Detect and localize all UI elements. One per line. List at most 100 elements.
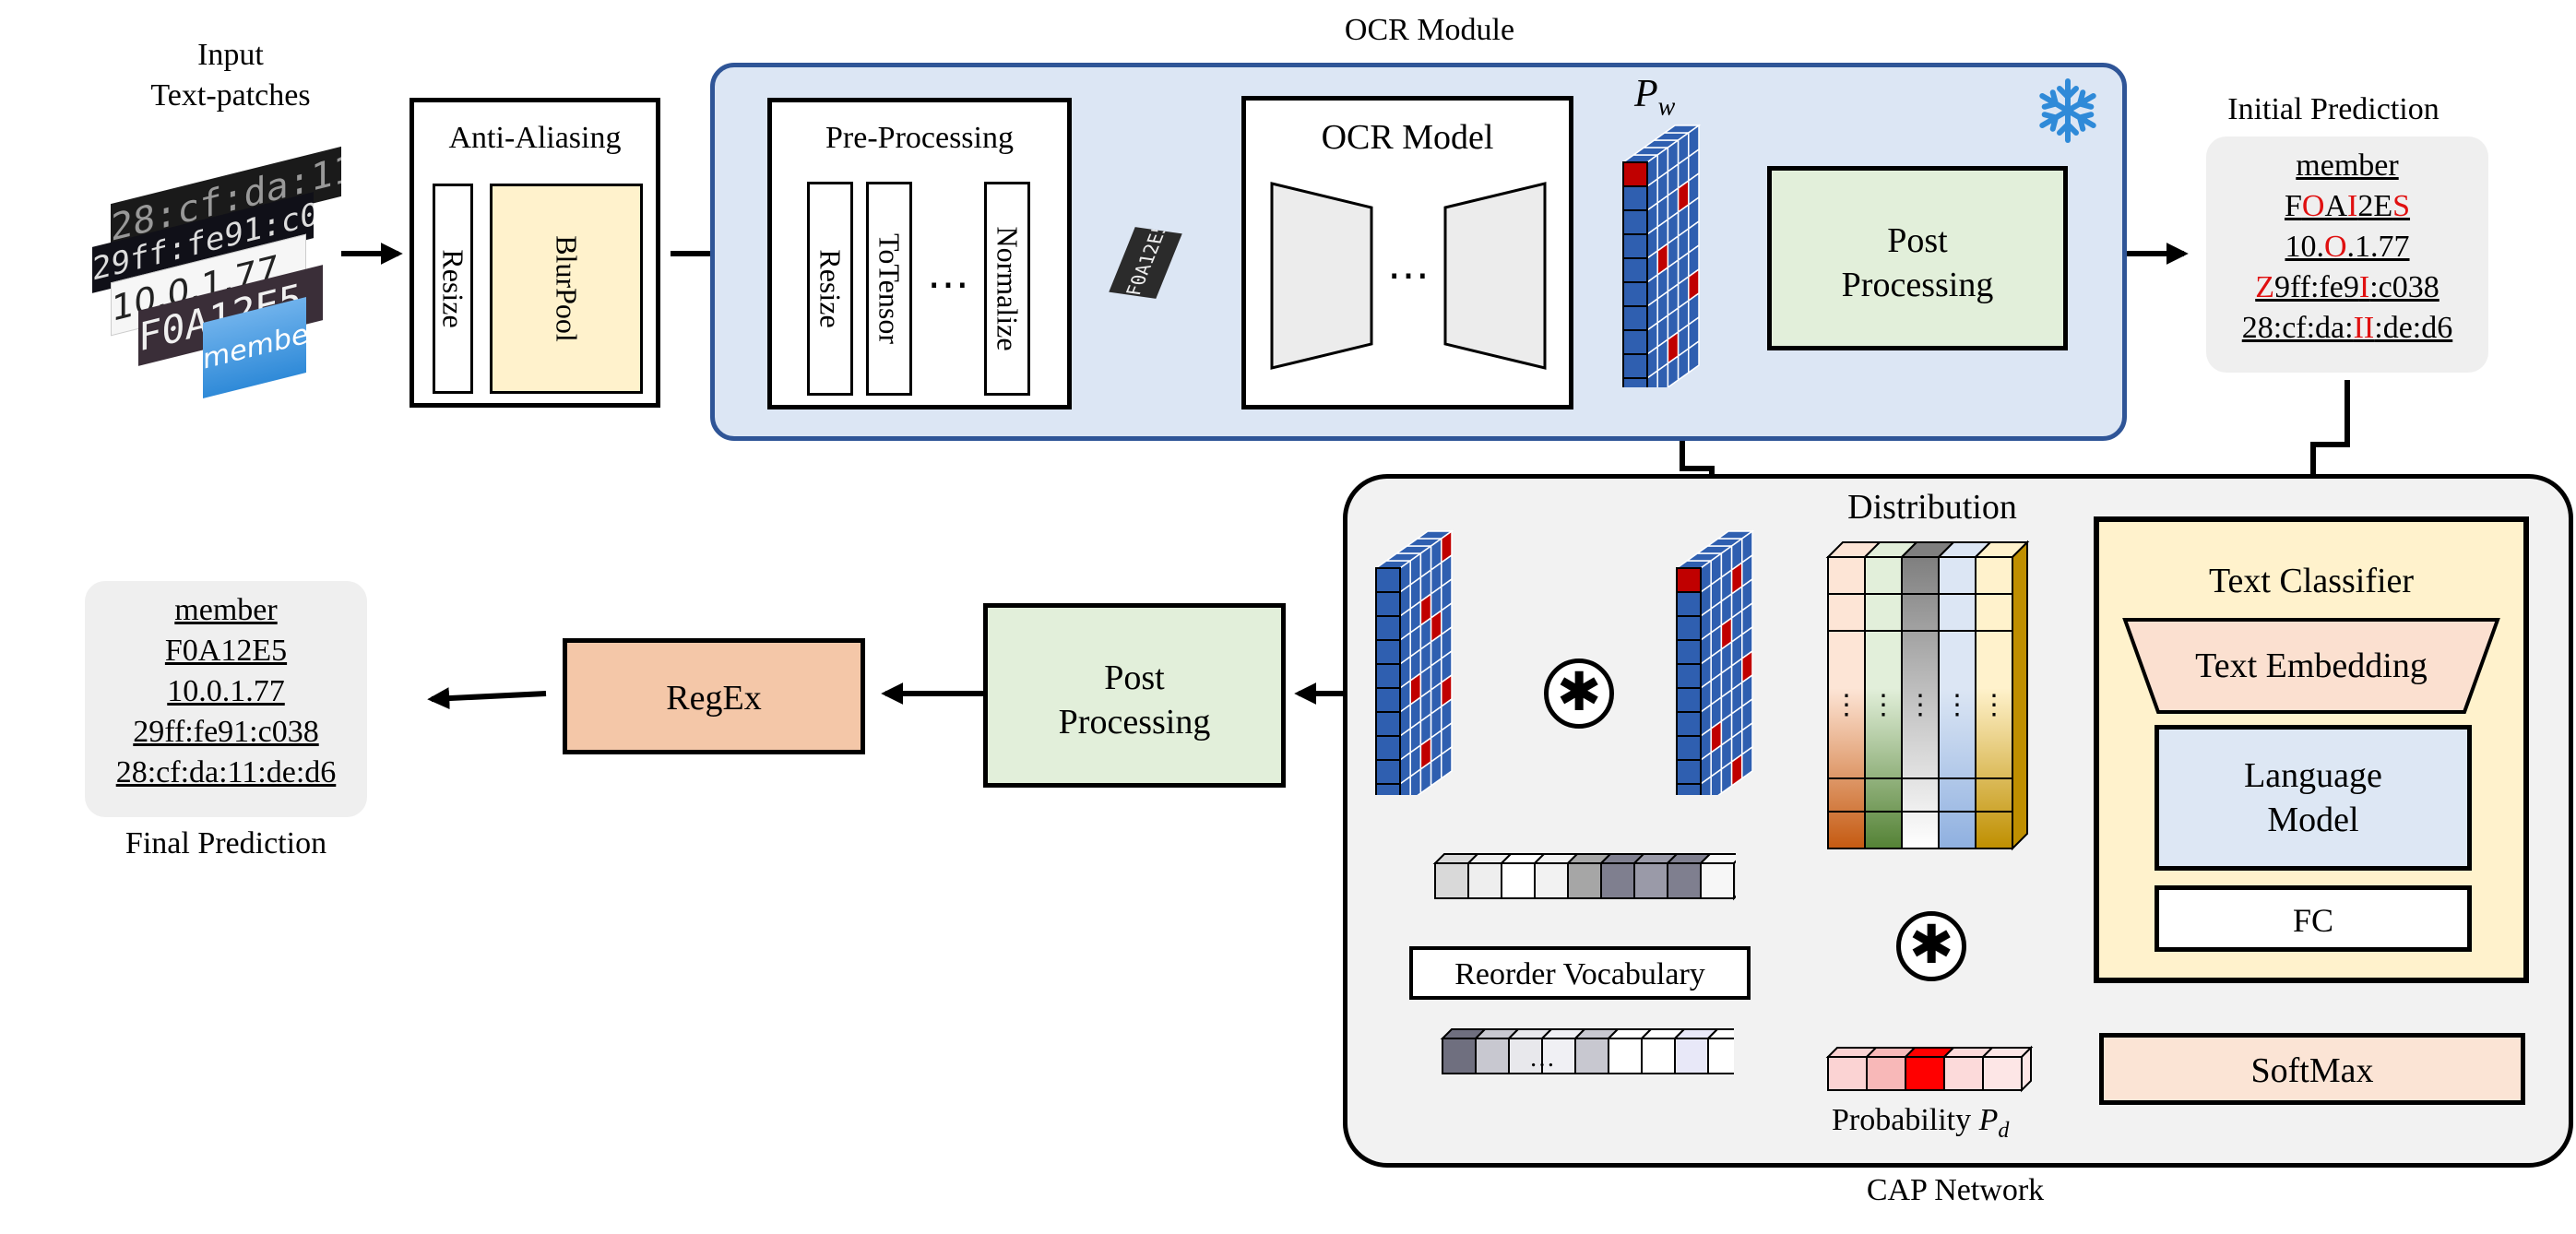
anti-aliasing-resize-label: Resize	[436, 249, 470, 328]
ocr-model-title: OCR Model	[1321, 118, 1494, 157]
line-segment: 9ff:fe9	[2274, 270, 2359, 304]
line-segment: .1.77	[2346, 230, 2410, 264]
probability-label: Probability Pd	[1832, 1103, 2009, 1144]
vocab-cell	[1633, 862, 1668, 899]
final-line: 10.0.1.77	[167, 674, 285, 708]
cube-side-cell	[1441, 745, 1453, 780]
ocr-decoder-shape	[1443, 182, 1547, 370]
reorder-vocabulary-block: Reorder Vocabulary	[1409, 946, 1751, 1000]
vocab-cell	[1700, 862, 1735, 899]
cube-front-cell	[1676, 711, 1702, 737]
initial-line: Z9ff:fe9I:c038	[2206, 267, 2488, 308]
distribution-column	[1975, 556, 2013, 849]
cube-front-cell	[1676, 663, 1702, 689]
preprocessing-totensor-label: ToTensor	[873, 233, 907, 344]
reorder-vocabulary-label: Reorder Vocabulary	[1454, 957, 1705, 991]
fc-block: FC	[2155, 885, 2472, 952]
anti-aliasing-block: Anti-Aliasing Resize BlurPool	[410, 98, 660, 408]
cube-side-cell	[1688, 339, 1700, 374]
distribution-dots: ⋮	[1980, 690, 2008, 720]
ocr-encoder-shape	[1270, 182, 1373, 370]
cube-front-cell	[1375, 639, 1401, 665]
vocab-cell	[1541, 1038, 1576, 1074]
cube-front-cell	[1622, 305, 1648, 331]
error-char: O	[2323, 230, 2347, 264]
preprocessing-dots: ⋯	[927, 261, 969, 308]
vocab-cell	[1641, 1038, 1676, 1074]
input-patch-stack: 28:cf:da:11:de:d6 29ff:fe91:c038 10.0.1.…	[74, 138, 341, 406]
error-char: I	[2347, 189, 2358, 223]
cube-front-cell	[1676, 759, 1702, 785]
ocr-post-processing-label: Post Processing	[1772, 219, 2063, 307]
cube-front-cell	[1622, 185, 1648, 211]
anti-aliasing-title: Anti-Aliasing	[448, 121, 622, 155]
line-segment: :c038	[2369, 270, 2439, 304]
anti-aliasing-resize: Resize	[433, 184, 473, 394]
vocab-cell	[1534, 862, 1569, 899]
vocab-cell	[1567, 862, 1602, 899]
vocab-cell	[1467, 862, 1502, 899]
preprocessing-block: Pre-Processing Resize ToTensor ⋯ Normali…	[767, 98, 1072, 409]
initial-line: member	[2206, 146, 2488, 186]
final-prediction-lines: member F0A12E5 10.0.1.77 29ff:fe91:c038 …	[85, 590, 367, 793]
distribution-side-face	[2012, 540, 2028, 851]
final-prediction-title: Final Prediction	[125, 826, 327, 860]
probability-cell	[1982, 1056, 2023, 1091]
cap-input-cube	[1674, 529, 1755, 795]
cube-side-cell	[1700, 775, 1712, 795]
cube-front-cell	[1676, 687, 1702, 713]
cube-front-cell	[1375, 591, 1401, 617]
regex-label: RegEx	[666, 679, 762, 718]
error-char: O	[2301, 189, 2325, 223]
cube-front-cell	[1676, 567, 1702, 593]
cap-output-cube	[1373, 529, 1454, 795]
initial-prediction-title: Initial Prediction	[2227, 92, 2439, 126]
cube-side-cell	[1656, 362, 1669, 387]
vocab-dots: …	[1529, 1044, 1555, 1073]
cube-front-cell	[1622, 257, 1648, 283]
cube-front-cell	[1375, 735, 1401, 761]
cube-front-cell	[1676, 735, 1702, 761]
language-model-line2: Model	[2267, 801, 2359, 839]
cube-front-cell	[1622, 281, 1648, 307]
arrow-regex-to-final	[427, 687, 547, 710]
post-processing-block: Post Processing	[983, 603, 1286, 788]
cube-side-cell	[1399, 775, 1411, 795]
vocab-cell	[1508, 1038, 1543, 1074]
text-embedding-shape	[2122, 618, 2500, 714]
preprocessing-totensor: ToTensor	[866, 182, 912, 396]
input-title: Input Text-patches	[120, 35, 341, 116]
input-patch-5-text: member	[203, 314, 306, 376]
cube-front-cell	[1676, 591, 1702, 617]
final-line: 28:cf:da:11:de:d6	[115, 755, 337, 789]
post-processing-line1: Post	[1104, 659, 1165, 697]
line-segment: :de:d6	[2374, 311, 2453, 345]
initial-line: 10.O.1.77	[2206, 227, 2488, 267]
distribution-column	[1864, 556, 1903, 849]
reordered-vocab-vector	[1432, 853, 1736, 901]
preprocessing-title: Pre-Processing	[825, 121, 1014, 155]
pw-prob-cube	[1620, 124, 1702, 387]
vocab-cell	[1501, 862, 1536, 899]
preprocessing-normalize-label: Normalize	[991, 226, 1025, 351]
cube-front-cell	[1375, 759, 1401, 785]
probability-cell	[1866, 1056, 1906, 1091]
regex-block: RegEx	[563, 638, 865, 754]
cube-side-cell	[1741, 745, 1753, 780]
ocr-model-encoder-decoder	[1270, 182, 1547, 370]
distribution-column	[1938, 556, 1977, 849]
cube-front-cell	[1375, 615, 1401, 641]
preprocessing-resize: Resize	[807, 182, 853, 396]
fc-label: FC	[2292, 902, 2334, 939]
cube-front-cell	[1622, 209, 1648, 235]
ocr-post-processing: Post Processing	[1767, 166, 2068, 350]
language-model-label: Language Model	[2159, 753, 2467, 842]
cube-front-cell	[1622, 353, 1648, 379]
initial-line: FOAI2ES	[2206, 186, 2488, 227]
language-model-block: Language Model	[2155, 725, 2472, 871]
post-processing-label: Post Processing	[988, 656, 1281, 744]
ocr-post-line2: Processing	[1841, 266, 1994, 304]
probability-label-var: P	[1978, 1103, 1999, 1137]
softmax-label: SoftMax	[2250, 1051, 2374, 1090]
